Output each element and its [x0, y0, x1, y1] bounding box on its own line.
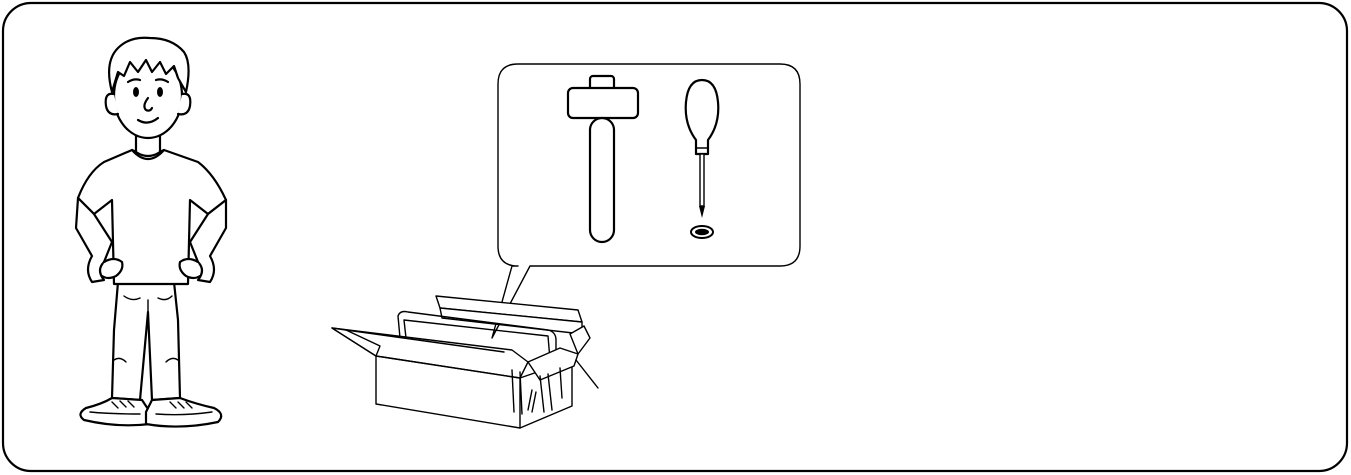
- toolbox: [331, 295, 599, 429]
- mouth: [136, 116, 160, 124]
- jeans: [110, 280, 182, 402]
- callout-outline: [491, 63, 801, 339]
- callout-bubble: [491, 63, 801, 339]
- screwdriver-icon: [684, 78, 720, 218]
- person-figure: [74, 36, 228, 428]
- left-eye: [133, 87, 139, 97]
- hair: [107, 36, 190, 94]
- hammer-icon: [566, 74, 640, 244]
- screw-icon: [690, 225, 714, 239]
- right-shoe: [144, 396, 223, 428]
- right-eye: [157, 87, 163, 97]
